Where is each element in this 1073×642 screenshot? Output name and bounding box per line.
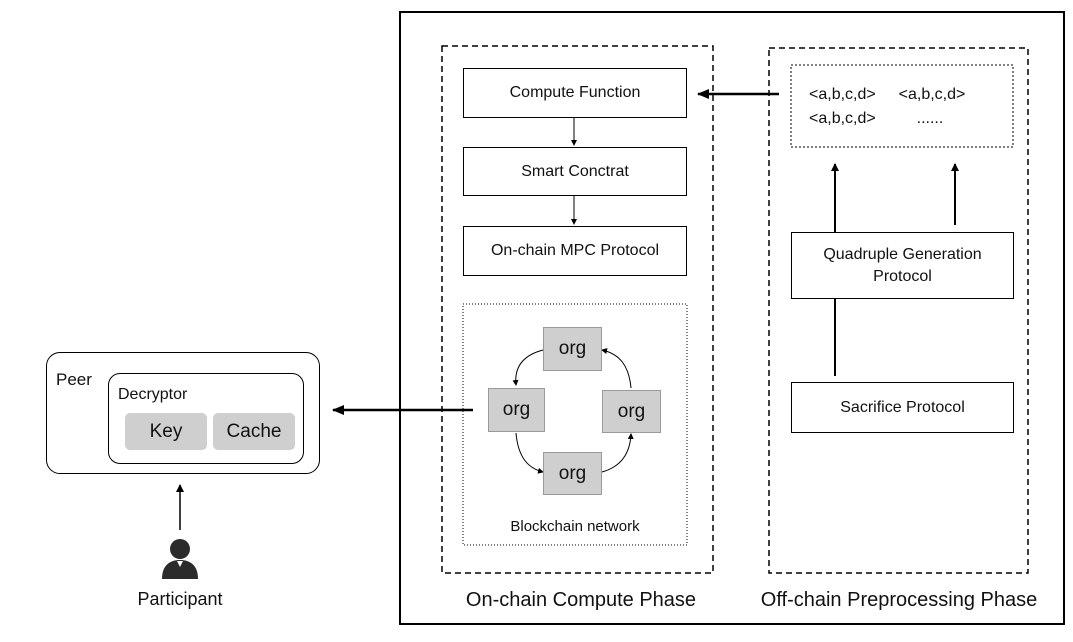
quadruple-item: <a,b,c,d> (809, 86, 876, 103)
mpc-protocol-label: On-chain MPC Protocol (490, 242, 660, 259)
mpc-protocol-box: On-chain MPC Protocol (463, 226, 687, 276)
quadruple-item: <a,b,c,d> (809, 110, 876, 127)
onchain-phase-box (441, 45, 714, 574)
cache-box: Cache (213, 413, 295, 450)
arrow-org-top-to-left (512, 349, 544, 386)
smart-contract-label: Smart Conctrat (521, 162, 629, 180)
system-frame (399, 11, 1065, 625)
key-label: Key (149, 420, 183, 442)
org-node-left: org (488, 388, 545, 432)
quadruple-line-2: <a,b,c,d> ...... (809, 110, 1009, 128)
cache-label: Cache (226, 420, 282, 442)
org-node-label: org (502, 399, 531, 420)
peer-label: Peer (56, 370, 92, 389)
person-icon (162, 539, 198, 579)
key-box: Key (125, 413, 207, 450)
org-node-right: org (602, 390, 661, 433)
participant-label: Participant (137, 589, 223, 609)
org-node-label: org (558, 462, 587, 484)
org-node-label: org (617, 400, 646, 422)
smart-contract-box: Smart Conctrat (463, 147, 687, 196)
org-node-top: org (543, 327, 602, 371)
blockchain-network-box (462, 303, 688, 546)
onchain-phase-title: On-chain Compute Phase (465, 589, 697, 611)
offchain-phase-title: Off-chain Preprocessing Phase (760, 589, 1038, 611)
compute-function-box: Compute Function (463, 68, 687, 118)
quadruple-line-1: <a,b,c,d> <a,b,c,d> (809, 86, 1009, 104)
quadruple-generation-label: Quadruple Generation Protocol (823, 245, 982, 285)
decryptor-box (108, 373, 304, 464)
org-node-bottom: org (543, 452, 602, 495)
peer-box (46, 352, 320, 474)
sacrifice-protocol-box: Sacrifice Protocol (791, 382, 1014, 433)
compute-function-label: Compute Function (509, 84, 641, 101)
offchain-phase-box (768, 47, 1029, 574)
quadruple-pool-box (790, 64, 1014, 148)
blockchain-network-label: Blockchain network (510, 518, 640, 535)
arrow-org-right-to-top (601, 348, 632, 389)
arrow-org-left-to-bottom (515, 432, 544, 474)
sacrifice-protocol-label: Sacrifice Protocol (840, 398, 965, 416)
quadruple-ellipsis: ...... (916, 110, 944, 127)
org-node-label: org (558, 338, 587, 359)
quadruple-item: <a,b,c,d> (898, 86, 966, 103)
quadruple-generation-box: Quadruple Generation Protocol (791, 232, 1014, 299)
decryptor-label: Decryptor (118, 386, 188, 403)
arrow-org-bottom-to-right (601, 433, 634, 473)
